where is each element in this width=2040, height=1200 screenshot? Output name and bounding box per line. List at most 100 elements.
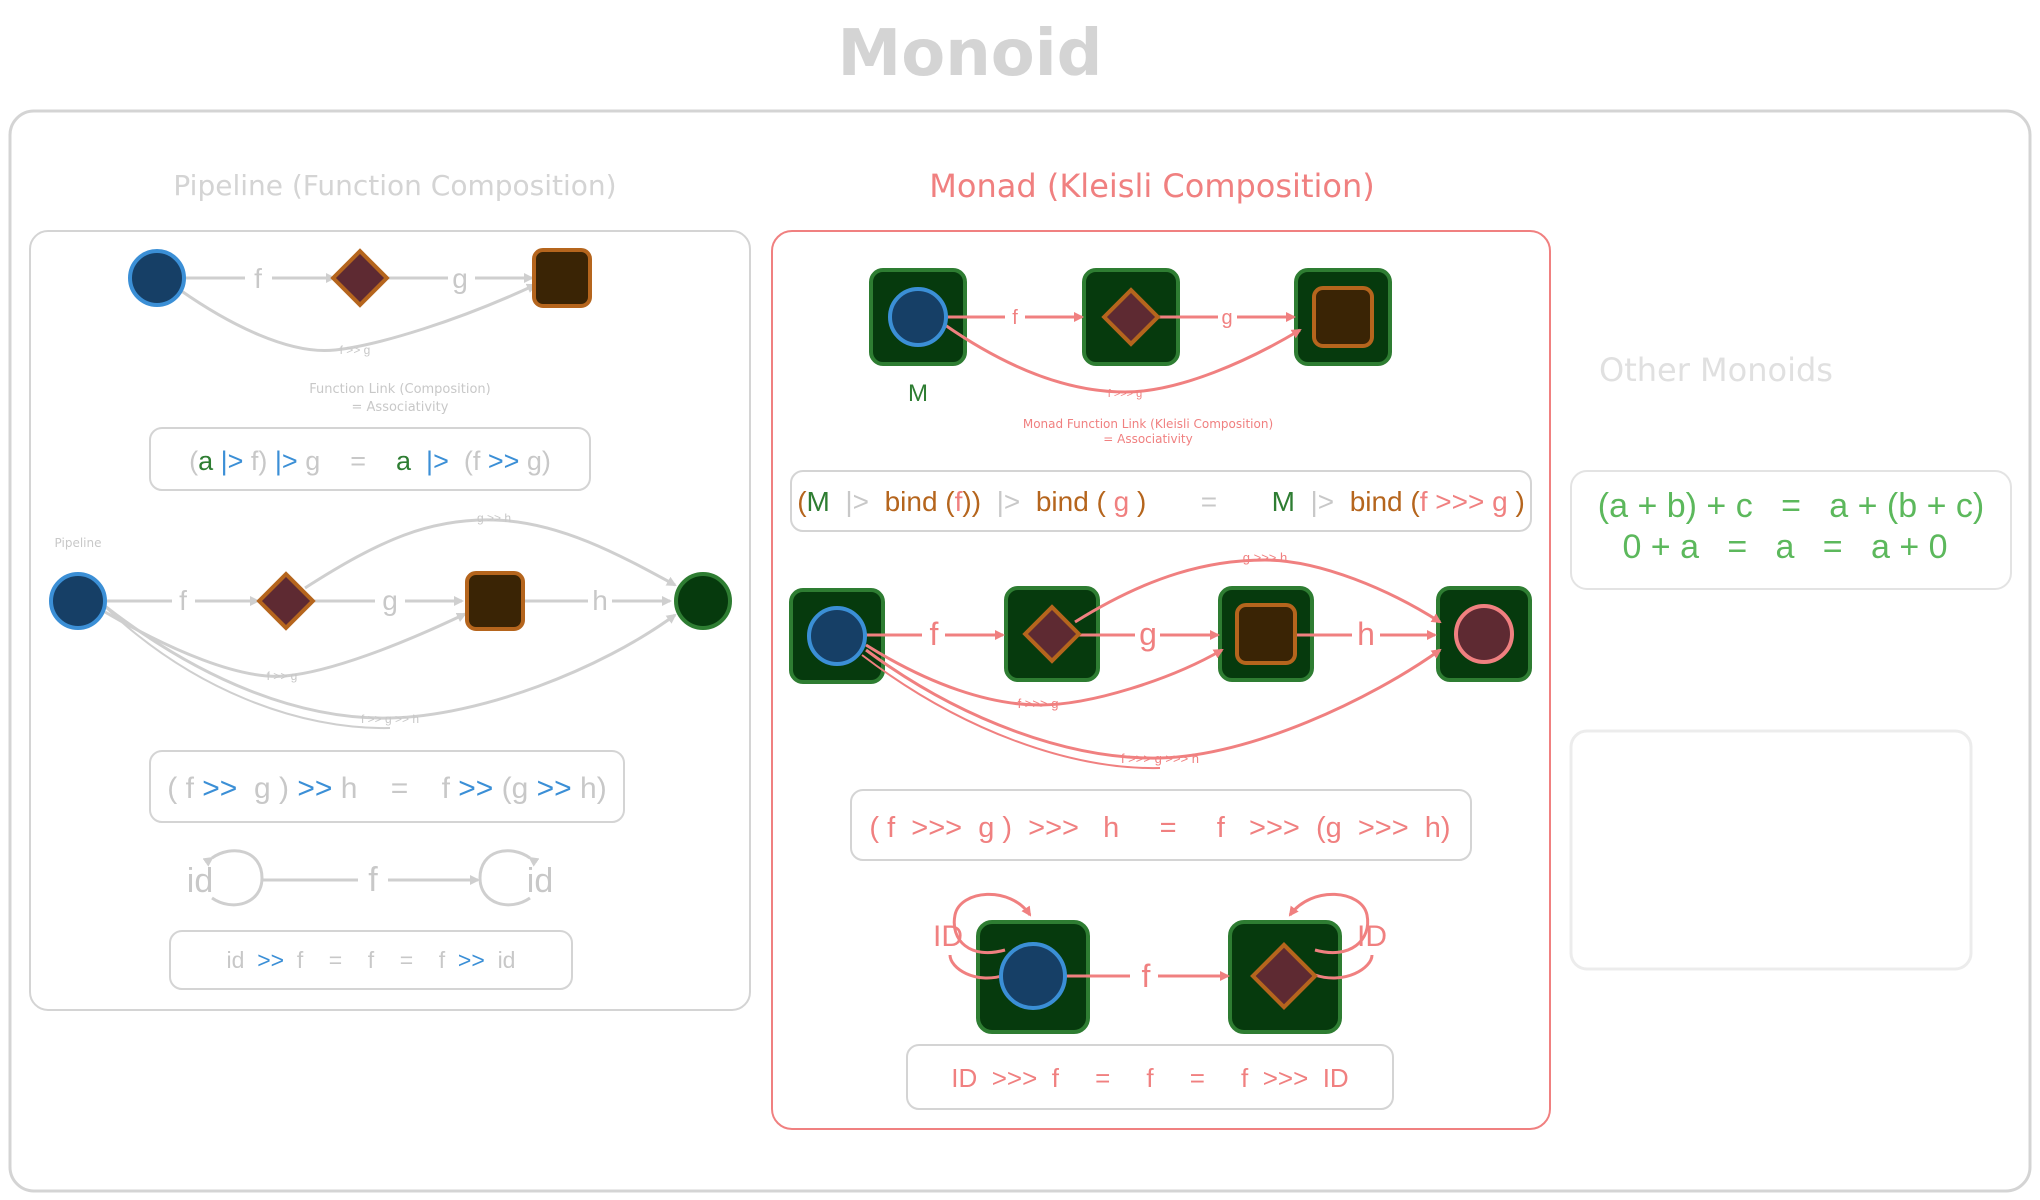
formula-token: g) (519, 446, 551, 476)
label-g: g (382, 585, 398, 616)
formula-token: >> (202, 772, 237, 805)
label-id-left: ID (933, 920, 963, 953)
note-line-2: = Associativity (352, 400, 449, 415)
label-f-g: f >>> g (1108, 388, 1143, 400)
label-f-g: f >>> g (1018, 696, 1059, 711)
formula-token: a (396, 446, 412, 476)
end-circle-node (1454, 604, 1514, 664)
label-h: h (1357, 616, 1375, 652)
formula-token: |> (411, 446, 449, 476)
start-circle-node (999, 942, 1067, 1010)
diamond-node (1022, 604, 1082, 664)
formula-token: = f (374, 947, 458, 973)
label-f-g-h: f >>> g >>> h (1121, 751, 1199, 766)
formula-token: ( (189, 446, 198, 476)
label-f: f (1012, 307, 1018, 329)
start-circle-node (807, 606, 867, 666)
formula-token: ( f >>> g ) >>> h = f >>> (g >>> h) (869, 812, 1450, 844)
formula-token: >> (458, 947, 485, 973)
monad-diagram-1: f g f >>> g M Monad Function Link (Kleis… (869, 268, 1392, 446)
diamond-node (1250, 942, 1318, 1010)
square-node (465, 571, 525, 631)
formula-token: a (198, 446, 214, 476)
pipeline-diagram-2: f g h g >> h f >> g f >> g >> h (49, 511, 732, 730)
label-g: g (1139, 616, 1157, 652)
formula-token: >> (488, 446, 520, 476)
outer-frame (8, 109, 2032, 1193)
monad-diagram-2: f g h g >>> h f >>> g f >>> g >>> h (789, 550, 1532, 770)
pipeline-side-label: Pipeline (55, 536, 102, 550)
start-circle-node (128, 249, 186, 307)
pipeline-formula-2: ( f >> g ) >> h = f >> (g >> h) (167, 772, 606, 805)
square-node (1235, 603, 1297, 665)
empty-box (1569, 729, 1973, 971)
label-g: g (1221, 307, 1232, 329)
monad-formula-3-box (906, 1044, 1394, 1110)
pipeline-formula-3-box (169, 930, 573, 990)
formula-token: >> (257, 947, 284, 973)
formula-token: bind (1036, 486, 1089, 517)
formula-token: >> (289, 772, 332, 805)
formula-token: M (807, 486, 830, 517)
label-id-right: ID (1357, 920, 1387, 953)
formula-token: f (955, 486, 963, 517)
label-f: f (254, 263, 262, 294)
pipeline-formula-1-box (149, 427, 591, 491)
label-f-g: f >> g (340, 343, 371, 357)
monad-label-m: M (908, 380, 928, 407)
formula-token: )) (962, 486, 981, 517)
other-formula-1: (a + b) + c = a + (b + c) (1598, 487, 1984, 525)
label-id-right: id (527, 862, 553, 900)
formula-token: ) (1508, 486, 1525, 517)
label-g: g (452, 263, 468, 294)
square-node (532, 248, 592, 308)
label-f: f (930, 616, 939, 652)
monad-formula-2: ( f >>> g ) >>> h = f >>> (g >>> h) (869, 812, 1450, 844)
formula-token: >> (450, 772, 493, 805)
formula-token: f >>> g (1420, 486, 1508, 517)
formula-token: id (485, 947, 516, 973)
note-line-1: Function Link (Composition) (309, 382, 491, 397)
formula-token: h) (572, 772, 607, 805)
formula-token: >> (528, 772, 571, 805)
formula-token: ( f (167, 772, 202, 805)
label-g-h: g >> h (477, 511, 511, 525)
formula-token: id (227, 947, 258, 973)
other-monoids-box (1570, 470, 2012, 590)
formula-token: M (1272, 486, 1295, 517)
monad-title: Monad (Kleisli Composition) (929, 167, 1374, 205)
diamond-node (256, 571, 316, 631)
monad-formula-1-box (790, 470, 1532, 532)
monad-formula-1: (M |> bind (f)) |> bind ( g ) = M |> bin… (797, 486, 1525, 517)
formula-token: ID >>> f = f = f >>> ID (951, 1063, 1348, 1093)
formula-token: (g (493, 772, 528, 805)
formula-token: (f (449, 446, 488, 476)
monad-formula-3: ID >>> f = f = f >>> ID (951, 1063, 1348, 1093)
square-node (1312, 286, 1374, 348)
pipeline-formula-3: id >> f = f = f >> id (227, 947, 516, 973)
start-circle-node (49, 572, 107, 630)
page-title: Monoid (838, 17, 1103, 91)
formula-token: ( (1089, 486, 1114, 517)
formula-token: f (368, 947, 375, 973)
pipeline-title: Pipeline (Function Composition) (173, 169, 616, 202)
formula-token: |> (213, 446, 243, 476)
pipeline-formula-2-box (149, 750, 625, 823)
monad-diagram-3: ID f ID (933, 892, 1387, 1034)
formula-token: ( (938, 486, 956, 517)
formula-token: |> (1295, 486, 1350, 517)
formula-token: ( (1403, 486, 1421, 517)
label-h: h (592, 585, 608, 616)
pipeline-panel (29, 230, 751, 1011)
label-f-g-h: f >> g >> h (361, 712, 419, 726)
formula-token: f) (243, 446, 267, 476)
formula-token: g ) (237, 772, 289, 805)
end-circle-node (674, 572, 732, 630)
formula-token: ( (797, 486, 807, 517)
start-circle-node (888, 287, 948, 347)
formula-token: = (1146, 486, 1271, 517)
diamond-node (330, 248, 390, 308)
formula-token: g (1114, 486, 1130, 517)
monad-panel (771, 230, 1551, 1130)
